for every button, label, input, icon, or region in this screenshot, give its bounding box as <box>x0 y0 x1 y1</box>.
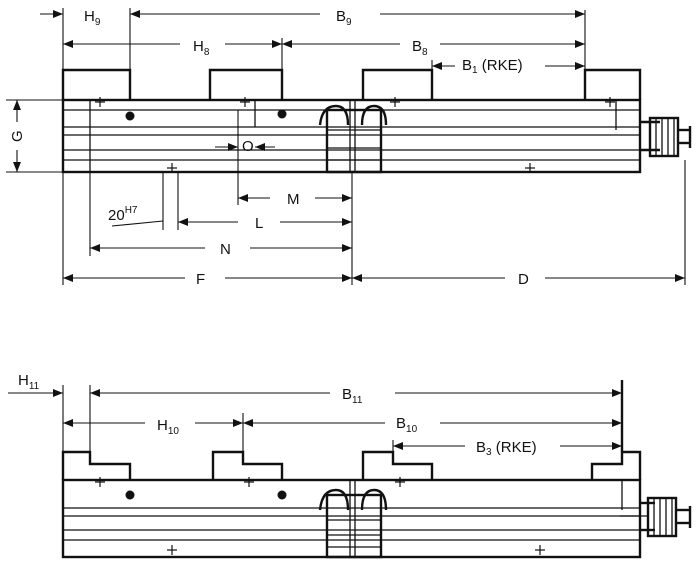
label-n: N <box>220 241 231 258</box>
vise-body-top <box>61 68 642 174</box>
spindle-handle-bottom <box>620 496 692 538</box>
dimension-lines-top <box>6 8 686 285</box>
label-h8: H8 <box>193 38 210 58</box>
label-l: L <box>255 215 263 232</box>
label-h10: H10 <box>157 417 179 437</box>
label-h9: H9 <box>84 8 101 28</box>
label-bore: 20H7 <box>108 205 138 224</box>
dimension-lines-bottom <box>8 385 622 452</box>
label-b10: B10 <box>396 415 418 435</box>
fastener-marks-bottom <box>94 476 546 556</box>
label-b8: B8 <box>412 38 428 58</box>
bolt-hole-left <box>125 111 135 121</box>
label-d: D <box>518 271 529 288</box>
label-o: O <box>242 138 254 155</box>
clamp-block-bottom <box>318 488 388 559</box>
label-g: G <box>9 130 26 142</box>
fastener-marks-top <box>94 96 616 174</box>
clamp-block-top <box>318 104 388 174</box>
label-h11: H11 <box>18 372 40 392</box>
bolt-hole-center <box>277 109 287 119</box>
label-b11: B11 <box>342 386 363 406</box>
label-b1: B1 (RKE) <box>462 57 523 76</box>
label-m: M <box>287 191 300 208</box>
bottom-view: H11 B11 H10 B10 B3 (RKE) <box>8 372 692 559</box>
bolt-hole-left-bottom <box>125 490 135 500</box>
label-b3: B3 (RKE) <box>476 439 537 458</box>
dimension-labels-bottom: H11 B11 H10 B10 B3 (RKE) <box>18 372 537 458</box>
dimension-labels-top: H9 B9 H8 B8 B1 (RKE) G O M 20H7 L N F D <box>9 8 529 288</box>
spindle-handle-top <box>640 116 692 158</box>
top-view: H9 B9 H8 B8 B1 (RKE) G O M 20H7 L N F D <box>6 8 692 288</box>
label-b9: B9 <box>336 8 352 28</box>
vise-body-bottom <box>61 380 642 559</box>
label-f: F <box>196 271 205 288</box>
bolt-hole-center-bottom <box>277 490 287 500</box>
